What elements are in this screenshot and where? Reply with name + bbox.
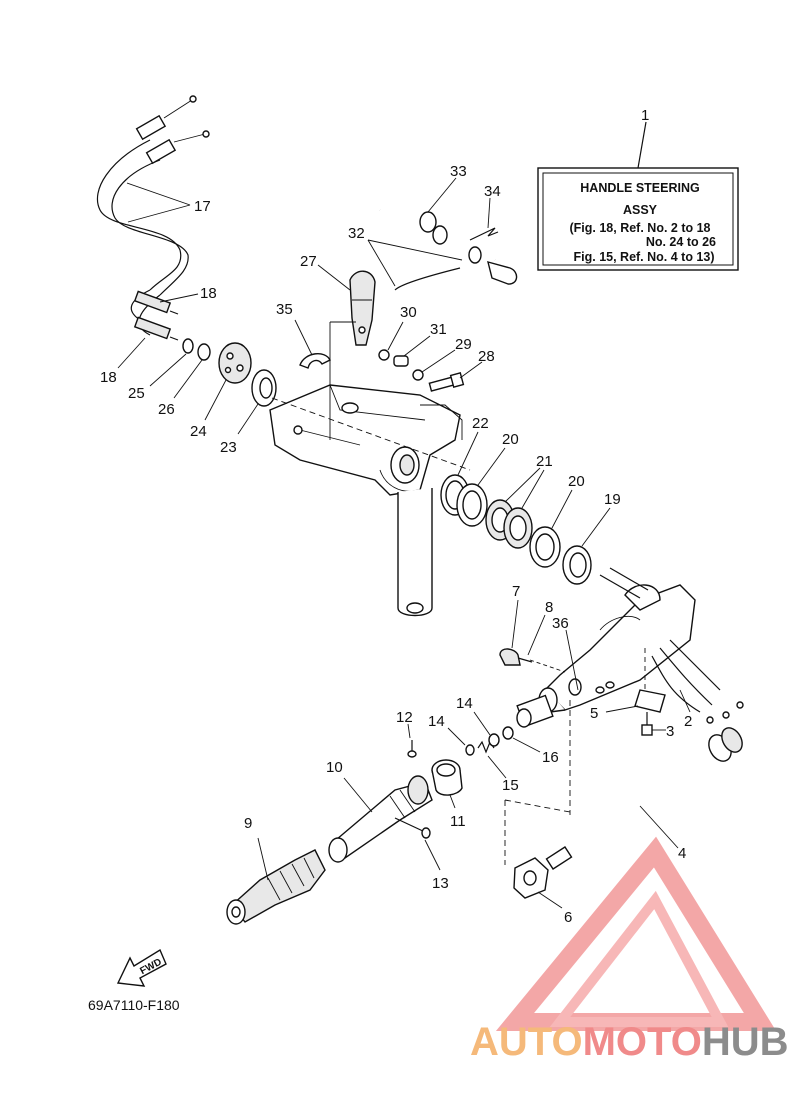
- callout-34: 34: [484, 183, 501, 200]
- cap-11: [431, 759, 463, 796]
- callout-1: 1: [641, 107, 649, 124]
- callout-11: 11: [450, 813, 466, 830]
- callout-14-b: 14: [456, 695, 473, 712]
- callout-9: 9: [244, 815, 252, 832]
- callout-12: 12: [396, 709, 413, 726]
- washer-30: [378, 349, 390, 361]
- callout-15: 15: [502, 777, 519, 794]
- lever-7: [499, 648, 533, 666]
- seal-19: [562, 545, 592, 585]
- callout-8: 8: [545, 599, 553, 616]
- callout-7: 7: [512, 583, 520, 600]
- callout-19: 19: [604, 491, 621, 508]
- callout-20-b: 20: [568, 473, 585, 490]
- callout-16: 16: [542, 749, 559, 766]
- throttle-lever-27: [349, 270, 376, 346]
- callout-29: 29: [455, 336, 472, 353]
- throttle-cables: [96, 95, 210, 341]
- callout-30: 30: [400, 304, 417, 321]
- bushing-21-b: [503, 507, 533, 549]
- info-box-line-5: Fig. 15, Ref. No. 4 to 13): [574, 250, 715, 264]
- watermark-part-3: HUB: [702, 1020, 789, 1064]
- info-box: 1 HANDLE STEERING ASSY (Fig. 18, Ref. No…: [537, 107, 739, 271]
- bushing-31: [393, 355, 409, 367]
- callout-32: 32: [348, 225, 365, 242]
- callout-35: 35: [276, 301, 293, 318]
- washer-29: [412, 369, 424, 381]
- screw-13: [394, 817, 431, 839]
- link-rod-32: [394, 267, 461, 291]
- washer-20-b: [529, 526, 561, 568]
- seal-23: [251, 369, 277, 407]
- plate-5: [634, 689, 666, 713]
- callout-6: 6: [564, 909, 572, 926]
- figure-code: 69A7110-F180: [88, 997, 180, 1013]
- info-box-line-4: No. 24 to 26: [646, 235, 716, 249]
- callout-18-top: 18: [200, 285, 217, 302]
- fwd-label: FWD: [138, 957, 163, 977]
- steering-handle-housing: [516, 567, 744, 728]
- callout-28: 28: [478, 348, 495, 365]
- callout-27: 27: [300, 253, 317, 270]
- washer-14-b: [488, 733, 500, 747]
- callout-31: 31: [430, 321, 447, 338]
- cable-plate-24: [218, 342, 252, 384]
- callout-18-bottom: 18: [100, 369, 117, 386]
- callout-2: 2: [684, 713, 692, 730]
- callout-3: 3: [666, 723, 674, 740]
- bolt-3: [641, 712, 653, 736]
- watermark-part-2: MOTO: [583, 1020, 702, 1064]
- callout-22: 22: [472, 415, 489, 432]
- washer-14-a: [465, 744, 475, 756]
- nut-26: [197, 343, 211, 361]
- callout-21: 21: [536, 453, 553, 470]
- throttle-grip-9: [226, 849, 326, 925]
- collar-6: [513, 857, 549, 899]
- throttle-shaft-4: [545, 727, 743, 870]
- throttle-shaft-33: [379, 208, 518, 285]
- info-box-line-1: HANDLE STEERING: [580, 181, 699, 195]
- callout-4: 4: [678, 845, 686, 862]
- callout-10: 10: [326, 759, 343, 776]
- nut-25: [182, 338, 194, 354]
- info-box-line-3: (Fig. 18, Ref. No. 2 to 18: [570, 221, 711, 235]
- steering-bracket: [269, 384, 463, 617]
- callout-13: 13: [432, 875, 449, 892]
- watermark-text: AUTOMOTOHUB: [470, 1020, 789, 1064]
- callout-25: 25: [128, 385, 145, 402]
- grip-inner-10: [328, 775, 433, 863]
- fwd-arrow-icon: FWD: [116, 948, 167, 987]
- callout-14-a: 14: [428, 713, 445, 730]
- screw-12: [407, 740, 417, 758]
- watermark-part-1: AUTO: [470, 1020, 583, 1064]
- callout-17: 17: [194, 198, 211, 215]
- callout-23: 23: [220, 439, 237, 456]
- callout-5: 5: [590, 705, 598, 722]
- washer-20-a: [456, 483, 488, 527]
- screw-16: [502, 726, 514, 740]
- callout-33: 33: [450, 163, 467, 180]
- callout-36: 36: [552, 615, 569, 632]
- info-box-line-2: ASSY: [623, 203, 658, 217]
- pin-34: [469, 227, 499, 241]
- washer-35: [299, 353, 331, 369]
- callout-26: 26: [158, 401, 175, 418]
- callout-24: 24: [190, 423, 207, 440]
- watermark-logo-icon: [495, 836, 777, 1031]
- callout-20-a: 20: [502, 431, 519, 448]
- bolt-28: [428, 372, 465, 392]
